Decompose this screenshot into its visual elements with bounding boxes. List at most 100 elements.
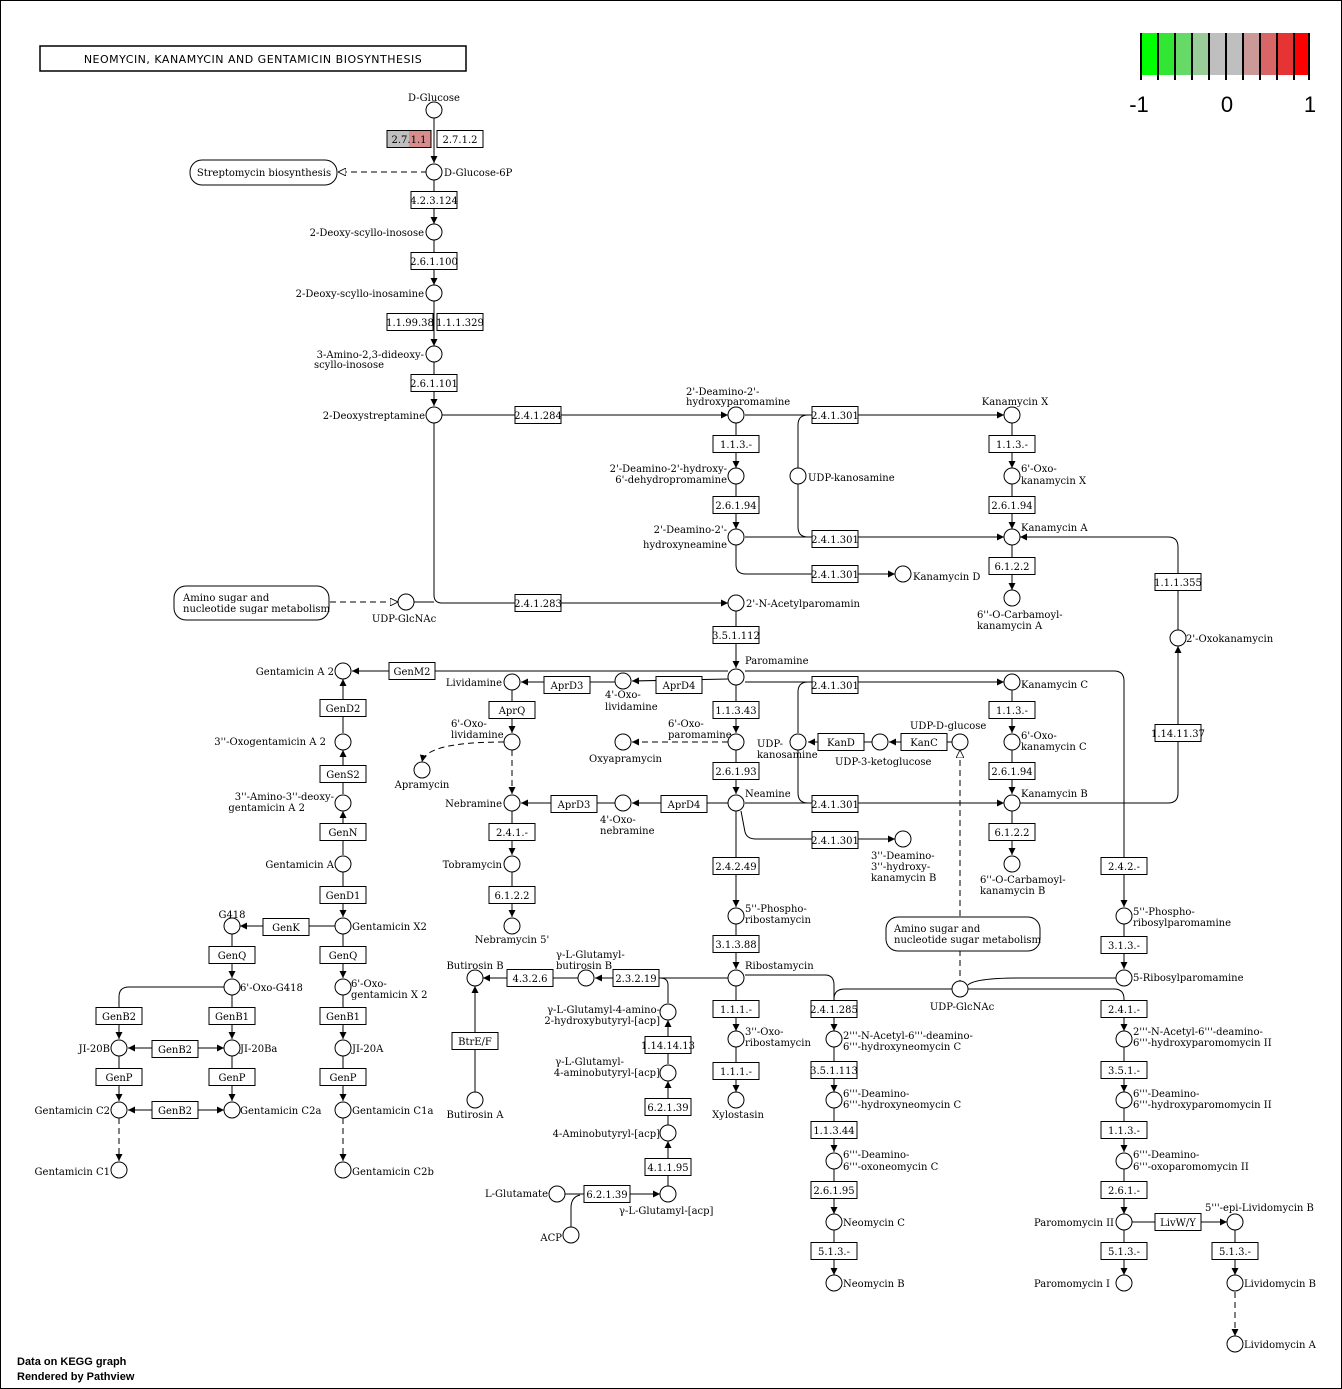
- enzyme-6122-c[interactable]: 6.1.2.2: [988, 823, 1036, 841]
- compound-kanamycin-c[interactable]: [1003, 673, 1021, 691]
- enzyme-11344[interactable]: 1.1.3.44: [810, 1121, 858, 1139]
- compound-neomycin-c[interactable]: [825, 1213, 843, 1231]
- compound-epi-lividomycin-b[interactable]: [1226, 1213, 1244, 1231]
- compound-kanamycin-d[interactable]: [894, 565, 912, 583]
- compound-deamino-dehydropromamine[interactable]: [727, 467, 745, 485]
- enzyme-513-b[interactable]: 5.1.3.-: [1100, 1242, 1148, 1260]
- compound-udp-3-ketoglucose[interactable]: [871, 733, 889, 751]
- compound-kanamycin-x[interactable]: [1003, 406, 1021, 424]
- enzyme-genp-a[interactable]: GenP: [95, 1068, 143, 1086]
- compound-deoxystreptamine[interactable]: [425, 406, 443, 424]
- compound-oxo-kanamycin-c[interactable]: [1003, 733, 1021, 751]
- enzyme-26194-a[interactable]: 2.6.1.94: [712, 496, 760, 514]
- compound-oxo-gentamicin-x2[interactable]: [334, 978, 352, 996]
- enzyme-gend1[interactable]: GenD1: [319, 886, 367, 904]
- enzyme-aprd4-a[interactable]: AprD4: [655, 676, 703, 694]
- enzyme-aprd3-a[interactable]: AprD3: [543, 676, 591, 694]
- enzyme-261101[interactable]: 2.6.1.101: [410, 374, 458, 392]
- enzyme-241301-a[interactable]: 2.4.1.301: [811, 406, 859, 424]
- enzyme-gend2[interactable]: GenD2: [319, 699, 367, 717]
- enzyme-genq-b[interactable]: GenQ: [319, 946, 367, 964]
- enzyme-1141137[interactable]: 1.14.11.37: [1151, 724, 1205, 742]
- compound-udp-kanosamine-top[interactable]: [789, 467, 807, 485]
- compound-gentamicin-c2b[interactable]: [334, 1161, 352, 1179]
- enzyme-241284[interactable]: 2.4.1.284: [514, 406, 562, 424]
- compound-butirosin-b[interactable]: [466, 969, 484, 987]
- compound-acetylparomamin[interactable]: [727, 594, 745, 612]
- enzyme-351-a[interactable]: 3.5.1.-: [1100, 1061, 1148, 1079]
- enzyme-genp-b[interactable]: GenP: [208, 1068, 256, 1086]
- enzyme-23219[interactable]: 2.3.2.19: [612, 969, 660, 987]
- enzyme-2711[interactable]: 2.7.1.1: [386, 130, 432, 148]
- compound-carbamoyl-kanamycin-b[interactable]: [1003, 855, 1021, 873]
- enzyme-111-a[interactable]: 1.1.1.-: [712, 1000, 760, 1018]
- compound-g418[interactable]: [223, 917, 241, 935]
- compound-tobramycin[interactable]: [503, 855, 521, 873]
- enzyme-111-b[interactable]: 1.1.1.-: [712, 1062, 760, 1080]
- compound-phosphoribostamycin[interactable]: [727, 907, 745, 925]
- compound-paromamine[interactable]: [727, 668, 745, 686]
- compound-acp[interactable]: [562, 1226, 580, 1244]
- enzyme-241-b[interactable]: 2.4.1.-: [1100, 1000, 1148, 1018]
- enzyme-351113[interactable]: 3.5.1.113: [810, 1061, 858, 1079]
- enzyme-livwy[interactable]: LivW/Y: [1154, 1213, 1202, 1231]
- enzyme-genq-a[interactable]: GenQ: [208, 946, 256, 964]
- enzyme-261-a[interactable]: 2.6.1.-: [1100, 1181, 1148, 1199]
- compound-udp-kanosamine-mid[interactable]: [789, 733, 807, 751]
- compound-gentamicin-a2[interactable]: [334, 662, 352, 680]
- enzyme-241301-b[interactable]: 2.4.1.301: [811, 530, 859, 548]
- compound-oxo-lividamine-6[interactable]: [503, 733, 521, 751]
- enzyme-26194-b[interactable]: 2.6.1.94: [988, 496, 1036, 514]
- compound-paromomycin-ii[interactable]: [1115, 1213, 1133, 1231]
- compound-oxo-ribostamycin[interactable]: [727, 1030, 745, 1048]
- compound-udp-glcnac-top[interactable]: [397, 593, 415, 611]
- enzyme-62139-b[interactable]: 6.2.1.39: [583, 1185, 631, 1203]
- enzyme-26194-c[interactable]: 2.6.1.94: [988, 762, 1036, 780]
- enzyme-113-a[interactable]: 1.1.3.-: [712, 435, 760, 453]
- enzyme-genb2-a[interactable]: GenB2: [95, 1007, 143, 1025]
- enzyme-351112[interactable]: 3.5.1.112: [712, 626, 760, 644]
- compound-paromomycin-i[interactable]: [1115, 1274, 1133, 1292]
- compound-ji-20b[interactable]: [110, 1039, 128, 1057]
- enzyme-kanc[interactable]: KanC: [900, 733, 948, 751]
- enzyme-242-a[interactable]: 2.4.2.-: [1100, 857, 1148, 875]
- enzyme-241301-f[interactable]: 2.4.1.301: [811, 831, 859, 849]
- compound-glutamyl-acp[interactable]: [659, 1185, 677, 1203]
- compound-gentamicin-c2[interactable]: [110, 1101, 128, 1119]
- compound-glutamyl-butirosin-b[interactable]: [577, 969, 595, 987]
- enzyme-62139-a[interactable]: 6.2.1.39: [644, 1098, 692, 1116]
- compound-aminobutyryl-acp[interactable]: [659, 1124, 677, 1142]
- enzyme-6122-a[interactable]: 6.1.2.2: [988, 557, 1036, 575]
- compound-deamino-hydroxyparomamine[interactable]: [727, 406, 745, 424]
- enzyme-genn[interactable]: GenN: [319, 823, 367, 841]
- enzyme-513-a[interactable]: 5.1.3.-: [810, 1242, 858, 1260]
- compound-ribosylparomamine[interactable]: [1115, 969, 1133, 987]
- compound-xylostasin[interactable]: [727, 1091, 745, 1109]
- compound-oxo-g418[interactable]: [223, 978, 241, 996]
- compound-oxo-lividamine-4[interactable]: [614, 672, 632, 690]
- enzyme-genb2-b[interactable]: GenB2: [151, 1040, 199, 1058]
- compound-udp-d-glucose[interactable]: [951, 733, 969, 751]
- enzyme-241-a[interactable]: 2.4.1.-: [488, 823, 536, 841]
- compound-apramycin[interactable]: [413, 761, 431, 779]
- enzyme-113-d[interactable]: 1.1.3.-: [1100, 1121, 1148, 1139]
- compound-oxo-paromamine[interactable]: [727, 733, 745, 751]
- compound-d-glucose[interactable]: [425, 101, 443, 119]
- compound-deamino-hydroxyparomomycin[interactable]: [1115, 1091, 1133, 1109]
- compound-deamino-oxoneomycin-c[interactable]: [825, 1152, 843, 1170]
- enzyme-26193[interactable]: 2.6.1.93: [712, 762, 760, 780]
- compound-l-glutamate[interactable]: [548, 1185, 566, 1203]
- map-link-amino-sugar-top[interactable]: Amino sugar and nucleotide sugar metabol…: [173, 585, 331, 621]
- compound-gentamicin-x2[interactable]: [334, 917, 352, 935]
- enzyme-111355[interactable]: 1.1.1.355: [1154, 573, 1202, 591]
- compound-glutamyl-aminobutyryl[interactable]: [659, 1064, 677, 1082]
- enzyme-119938[interactable]: 1.1.99.38: [386, 313, 434, 331]
- compound-ji-20a[interactable]: [334, 1039, 352, 1057]
- enzyme-241301-e[interactable]: 2.4.1.301: [811, 795, 859, 813]
- enzyme-kand[interactable]: KanD: [817, 733, 865, 751]
- enzyme-313-a[interactable]: 3.1.3.-: [1100, 936, 1148, 954]
- compound-kanamycin-a[interactable]: [1003, 528, 1021, 546]
- enzyme-113-c[interactable]: 1.1.3.-: [988, 701, 1036, 719]
- compound-butirosin-a[interactable]: [466, 1091, 484, 1109]
- enzyme-genb2-c[interactable]: GenB2: [151, 1101, 199, 1119]
